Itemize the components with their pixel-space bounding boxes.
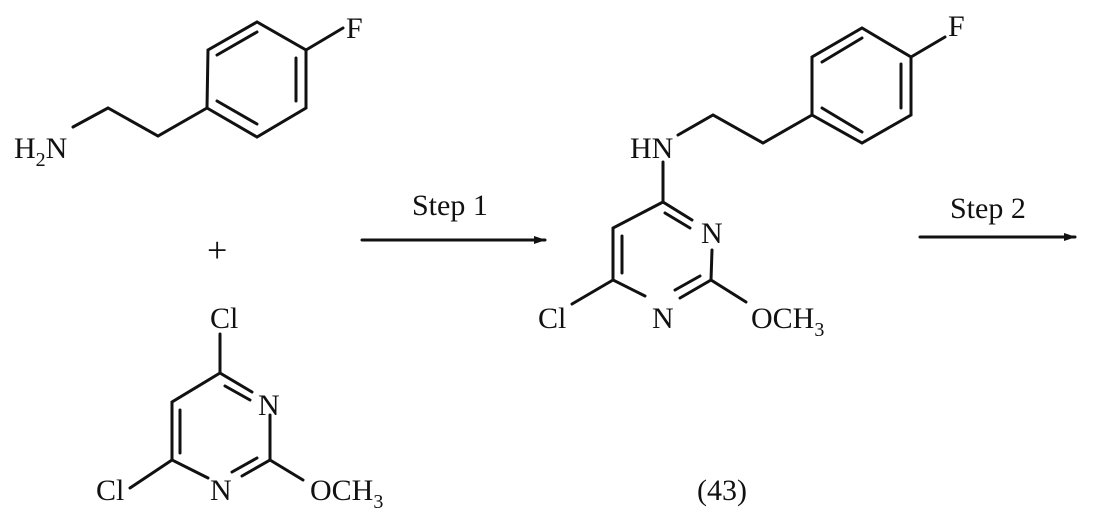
- ring-double-bonds: [217, 32, 296, 124]
- benzene-ring: [207, 22, 306, 137]
- reactant-pyrimidine: Cl N N Cl OCH3: [96, 302, 383, 513]
- ring-double-bonds: [822, 38, 901, 132]
- amine-label: H2N: [14, 132, 67, 171]
- ring-n-bottom: N: [210, 474, 232, 507]
- ring-n-top: N: [258, 389, 280, 422]
- product-43: HN F N N Cl OCH3 (43): [538, 10, 965, 507]
- cl-bottom-label: Cl: [96, 474, 124, 507]
- fluoro-label: F: [346, 12, 363, 45]
- fluoro-bond: [306, 28, 343, 50]
- ring-n-bottom: N: [652, 302, 674, 335]
- ethyl-chain-bond: [678, 115, 812, 143]
- benzene-ring: [812, 28, 911, 143]
- fluoro-bond: [911, 37, 945, 57]
- cl-top-label: Cl: [210, 302, 238, 335]
- ethyl-chain-bond: [73, 108, 207, 136]
- step2-label: Step 2: [950, 192, 1026, 225]
- methoxy-label: OCH3: [310, 474, 383, 513]
- reactant-amine: H2N F: [14, 12, 363, 171]
- methoxy-label: OCH3: [751, 302, 824, 341]
- compound-number: (43): [697, 474, 747, 507]
- ring-n-top: N: [701, 217, 723, 250]
- plus-sign: +: [207, 230, 227, 270]
- fluoro-label: F: [948, 10, 965, 43]
- hn-label: HN: [630, 132, 673, 165]
- step1-label: Step 1: [412, 189, 488, 222]
- cl-label: Cl: [538, 302, 566, 335]
